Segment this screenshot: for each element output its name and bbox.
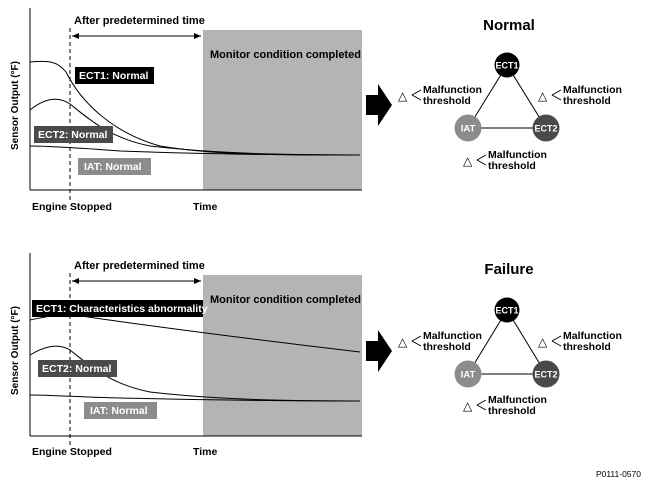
threshold-right: △ Malfunction threshold: [538, 330, 622, 353]
threshold-line2: threshold: [488, 405, 536, 417]
iat-node-label: IAT: [461, 370, 476, 381]
threshold-line2: threshold: [563, 341, 611, 353]
figure-id: P0111-0570: [596, 469, 641, 479]
ect1-label: ECT1: Characteristics abnormality: [36, 303, 208, 315]
monitor-label: Monitor condition completed: [210, 49, 361, 61]
threshold-line1: Malfunction: [423, 84, 482, 96]
threshold-line1: Malfunction: [423, 330, 482, 342]
sensor-triangle: ECT1 IAT ECT2: [454, 52, 560, 142]
iat-node-label: IAT: [461, 124, 476, 135]
threshold-line2: threshold: [488, 160, 536, 172]
panel-title: Failure: [484, 261, 533, 278]
iat-curve: [29, 145, 361, 156]
delta-icon: △: [463, 399, 473, 413]
threshold-line2: threshold: [563, 95, 611, 107]
iat-label-box: [84, 402, 157, 419]
predetermined-time-label: After predetermined time: [74, 15, 205, 27]
threshold-line2: threshold: [423, 95, 471, 107]
threshold-line1: Malfunction: [488, 149, 547, 161]
ect1-label-box: [75, 67, 154, 84]
iat-node: [454, 114, 482, 142]
ect2-node: [532, 360, 560, 388]
engine-stopped-label: Engine Stopped: [32, 446, 112, 458]
ect1-node: [494, 297, 520, 323]
ect2-label-box: [34, 126, 113, 143]
threshold-bottom: △ Malfunction threshold: [463, 149, 547, 172]
threshold-line1: Malfunction: [563, 330, 622, 342]
time-label: Time: [193, 446, 217, 458]
monitor-region: [203, 275, 362, 436]
iat-curve: [29, 394, 361, 402]
ect1-node-label: ECT1: [495, 306, 518, 316]
ect1-node: [494, 52, 520, 78]
bottom-panel: Monitor condition completed Sensor Outpu…: [10, 253, 622, 458]
ect2-node-label: ECT2: [534, 124, 557, 134]
iat-label: IAT: Normal: [84, 161, 142, 173]
engine-stopped-label: Engine Stopped: [32, 201, 112, 213]
threshold-bottom: △ Malfunction threshold: [463, 394, 547, 417]
ect2-node-label: ECT2: [534, 370, 557, 380]
ect2-label: ECT2: Normal: [42, 363, 112, 375]
time-label: Time: [193, 201, 217, 213]
ect1-label: ECT1: Normal: [79, 70, 149, 82]
delta-icon: △: [398, 335, 408, 349]
y-axis-label: Sensor Output (°F): [10, 306, 21, 395]
delta-icon: △: [538, 89, 548, 103]
threshold-line1: Malfunction: [563, 84, 622, 96]
threshold-line2: threshold: [423, 341, 471, 353]
right-arrow-icon: [366, 84, 392, 126]
delta-icon: △: [538, 335, 548, 349]
delta-icon: △: [398, 89, 408, 103]
ect1-node-label: ECT1: [495, 61, 518, 71]
right-arrow-icon: [366, 330, 392, 372]
ect2-node: [532, 114, 560, 142]
predetermined-time-label: After predetermined time: [74, 260, 205, 272]
monitor-region: [203, 30, 362, 190]
threshold-line1: Malfunction: [488, 394, 547, 406]
threshold-left: △ Malfunction threshold: [398, 330, 482, 353]
top-panel: Monitor condition completed Sensor Outpu…: [10, 8, 622, 213]
delta-icon: △: [463, 154, 473, 168]
monitor-label: Monitor condition completed: [210, 294, 361, 306]
panel-title: Normal: [483, 17, 535, 34]
iat-label: IAT: Normal: [90, 405, 148, 417]
ect2-label: ECT2: Normal: [38, 129, 108, 141]
threshold-right: △ Malfunction threshold: [538, 84, 622, 107]
iat-node: [454, 360, 482, 388]
threshold-left: △ Malfunction threshold: [398, 84, 482, 107]
y-axis-label: Sensor Output (°F): [10, 61, 21, 150]
ect1-label-box: [32, 300, 203, 317]
iat-label-box: [78, 158, 151, 175]
ect2-label-box: [38, 360, 117, 377]
sensor-triangle: ECT1 IAT ECT2: [454, 297, 560, 388]
